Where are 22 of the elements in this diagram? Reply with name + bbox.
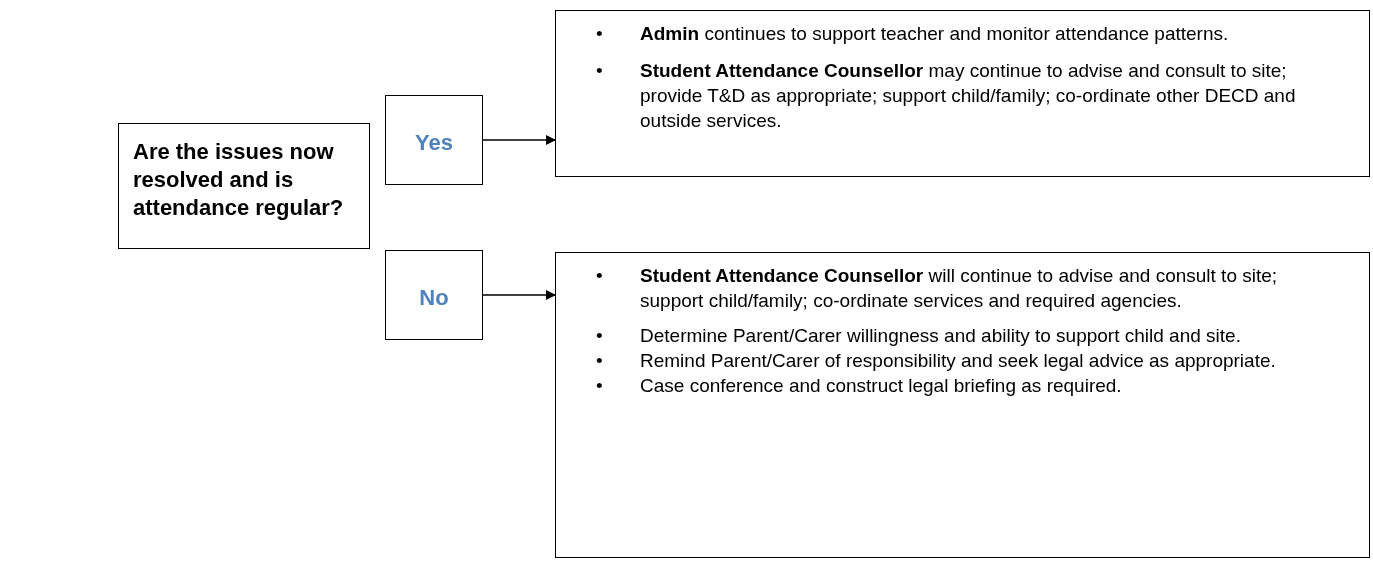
bullet-marker: • [596,324,604,348]
answer-label: No [419,285,449,311]
bullet-marker: • [596,264,604,288]
bullet-item: Admin continues to support teacher and monitor attendance patterns. [640,22,1229,46]
answer-label: Yes [415,130,453,156]
bullet-marker: • [596,22,604,46]
bullet-item: Student Attendance Counsellor will continue to advise and consult to site; support child/family; co-ordinate services and required agencies. [640,264,1279,313]
arrow [482,135,556,145]
bullet-item: Determine Parent/Carer willingness and ability to support child and site. [640,324,1241,348]
question-box [118,123,370,249]
bullet-marker: • [596,349,604,373]
bullet-item: Student Attendance Counsellor may continue to advise and consult to site; provide T&D as appropriate; support child/family; co-ordinate other DECD and outside services. [640,59,1297,133]
bullet-marker: • [596,374,604,398]
action-box [555,10,1370,177]
bullet-item: Case conference and construct legal briefing as required. [640,374,1122,398]
arrow [482,290,556,300]
bullet-marker: • [596,59,604,83]
bullet-item: Remind Parent/Carer of responsibility and seek legal advice as appropriate. [640,349,1276,373]
question-text: Are the issues now resolved and is attendance regular? [132,138,345,222]
action-box [555,252,1370,558]
answer-box [385,95,483,185]
answer-box [385,250,483,340]
